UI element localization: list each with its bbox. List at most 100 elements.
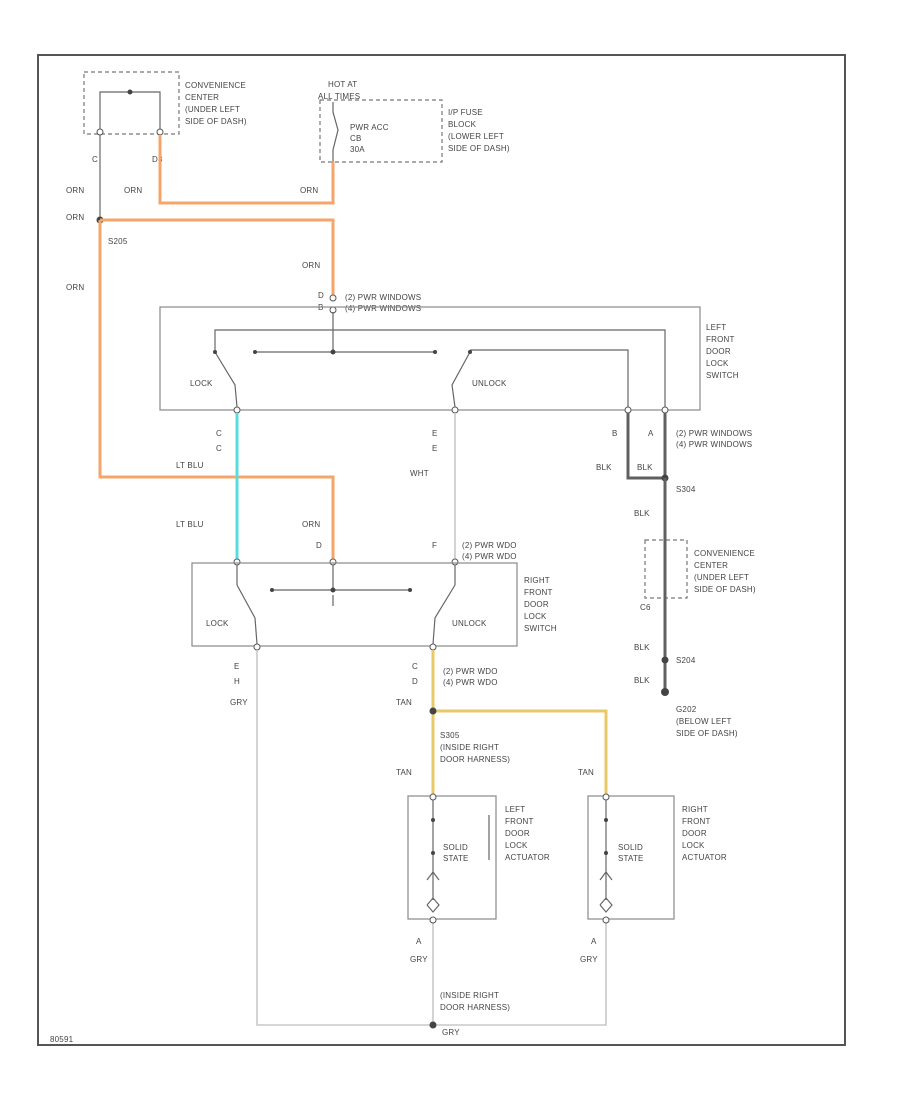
rf-pin-e-label: E	[234, 662, 240, 671]
lf-pin-e-label: E	[432, 429, 438, 438]
rf-actuator-terminal-a	[602, 916, 610, 924]
lt-blu-label-1: LT BLU	[176, 461, 204, 470]
gry-label-1: GRY	[230, 698, 248, 707]
rf-unlock-contact	[432, 584, 456, 645]
actuator-pin-a1-label: A	[416, 937, 422, 946]
circuit-breaker-symbol	[332, 102, 339, 162]
orn-wire-to-rf-switch	[98, 220, 335, 560]
rf-pin-d-label: D	[316, 541, 322, 550]
ip-fuse-block-box	[319, 99, 443, 163]
lf-linkage-end-right	[433, 350, 437, 354]
orn-label-5: ORN	[302, 261, 320, 270]
s304-label: S304	[676, 485, 696, 494]
lf-actuator-node-2	[431, 851, 435, 855]
orn-label-4: ORN	[66, 213, 84, 222]
lf-unlock-pivot	[468, 350, 472, 354]
tan-label-3: TAN	[578, 768, 594, 777]
orn-label-7: ORN	[302, 520, 320, 529]
actuator-pin-a2-label: A	[591, 937, 597, 946]
convenience-center-top-box	[83, 71, 180, 135]
lf-switch-ground-bus	[214, 329, 666, 407]
rf-bottom-connector-label: (2) PWR WDO(4) PWR WDO	[443, 667, 498, 687]
lf-terminal-b	[624, 406, 632, 414]
splice-s306	[429, 1021, 437, 1029]
rf-actuator-node-2	[604, 851, 608, 855]
s205-label: S205	[108, 237, 128, 246]
lf-terminal-lock	[233, 406, 241, 414]
lf-pin-a-label: A	[648, 429, 654, 438]
lf-bottom-connector-label: (2) PWR WINDOWS(4) PWR WINDOWS	[676, 429, 752, 449]
splice-s305	[429, 707, 437, 715]
rf-linkage-end-right	[408, 588, 412, 592]
blk-wire-b	[626, 413, 665, 480]
rf-switch-feed-node	[330, 587, 336, 593]
lt-blu-label-2: LT BLU	[176, 520, 204, 529]
orn-wire-d3-to-cb	[158, 135, 335, 205]
rf-linkage-end-left	[270, 588, 274, 592]
lf-pin-b2-label: B	[612, 429, 618, 438]
gry-label-3: GRY	[580, 955, 598, 964]
orn-label-2: ORN	[124, 186, 142, 195]
orn-label-1: ORN	[66, 186, 84, 195]
lf-unlock-label: UNLOCK	[472, 379, 507, 388]
rf-pin-h-label: H	[234, 677, 240, 686]
lf-pin-d-label: D	[318, 291, 324, 300]
lf-actuator-terminal-b	[429, 793, 437, 801]
lf-switch-feed-node	[330, 349, 336, 355]
lf-pin-c-label: C	[216, 429, 222, 438]
lf-switch-connector-label: (2) PWR WINDOWS(4) PWR WINDOWS	[345, 293, 421, 313]
rf-actuator-node-1	[604, 818, 608, 822]
convenience-center-node	[127, 89, 133, 95]
rf-terminal-lt-blu	[233, 558, 241, 566]
gry-label-2: GRY	[410, 955, 428, 964]
blk-label-3: BLK	[634, 509, 650, 518]
diagram-id-label: 80591	[50, 1035, 74, 1044]
rf-lock-contact	[236, 584, 258, 645]
lf-actuator-motor-symbol	[426, 871, 440, 881]
lf-actuator-terminal-a	[429, 916, 437, 924]
lf-lock-contact	[214, 351, 238, 408]
lf-pin-c2-label: C	[216, 444, 222, 453]
rf-door-lock-switch-box	[191, 562, 518, 647]
lf-terminal-a	[661, 406, 669, 414]
rf-door-lock-actuator-box	[587, 795, 675, 920]
terminal-d3	[156, 128, 164, 136]
lf-actuator-node-1	[431, 818, 435, 822]
splice-s204	[661, 656, 669, 664]
ground-g202	[661, 688, 669, 696]
gry-label-4: GRY	[442, 1028, 460, 1037]
lf-switch-terminal-d	[329, 294, 337, 302]
blk-label-5: BLK	[634, 676, 650, 685]
lf-lock-label: LOCK	[190, 379, 213, 388]
rf-actuator-ground-symbol	[599, 897, 613, 913]
c6-label: C6	[640, 603, 651, 612]
lf-actuator-ground-symbol	[426, 897, 440, 913]
rf-terminal-d	[329, 558, 337, 566]
diagram-frame	[37, 54, 846, 1046]
lf-linkage-end-left	[253, 350, 257, 354]
rf-actuator-motor-symbol	[599, 871, 613, 881]
lf-door-lock-actuator-box	[407, 795, 497, 920]
rf-actuator-terminal-b	[602, 793, 610, 801]
tan-label-2: TAN	[396, 768, 412, 777]
rf-unlock-label: UNLOCK	[452, 619, 487, 628]
lf-door-lock-switch-box	[159, 306, 701, 411]
rf-pin-c-label: C	[412, 662, 418, 671]
blk-label-1: BLK	[596, 463, 612, 472]
blk-label-4: BLK	[634, 643, 650, 652]
lf-terminal-unlock	[451, 406, 459, 414]
pin-c-label: C	[92, 155, 98, 164]
